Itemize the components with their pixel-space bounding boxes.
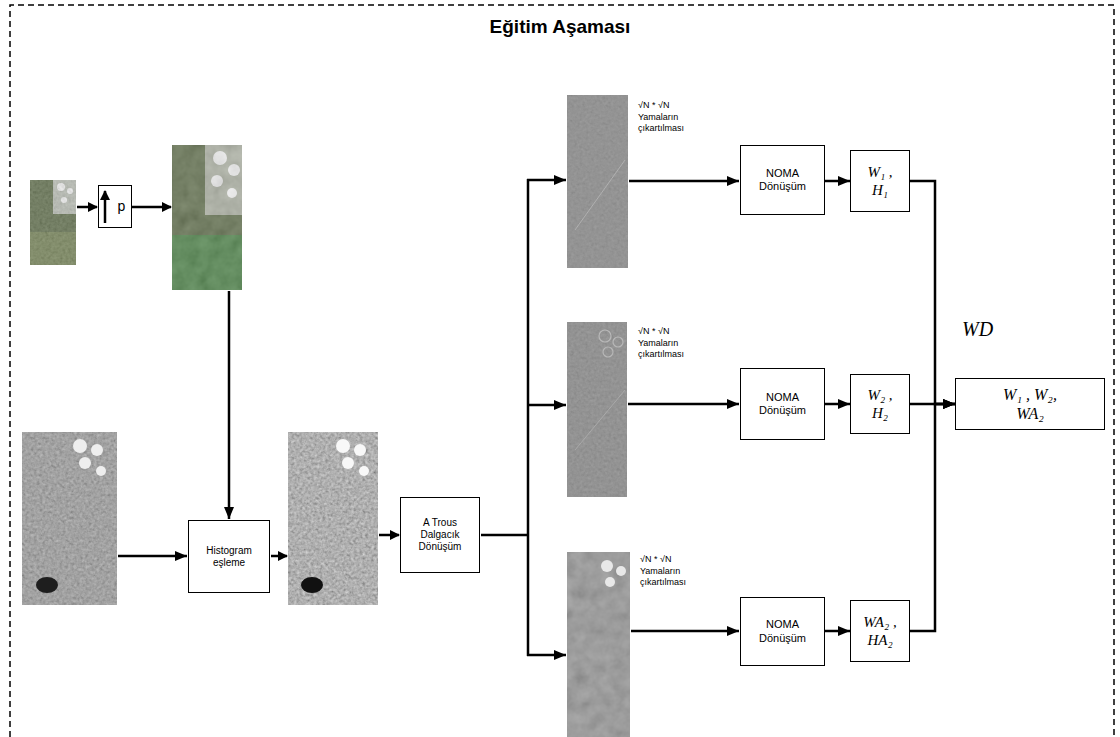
flow-connector [825,180,850,183]
image-texture [567,95,628,268]
image-pond [301,577,323,593]
image-tank [354,444,366,456]
flow-arrow [527,179,566,182]
flow-connector [825,630,850,633]
flow-arrow [379,534,399,537]
image-ground [567,322,627,497]
dictionary-box: WDW₁ , W₂, WA₂ [955,378,1105,430]
upsample-symbol [104,191,107,223]
image-tank [91,444,103,456]
box-label: W₁ , H₁ [858,163,902,199]
process-box: Histogram eşleme [188,520,270,593]
flow-arrow [228,291,231,519]
image-tank [599,330,611,342]
matrix-box: W₁ , H₁ [850,150,910,212]
step-note: √N * √N Yamaların çıkartılması [640,554,712,589]
image-pond [36,577,58,593]
diagram-title: Eğitim Aşaması [0,16,1120,38]
image-ground [567,552,630,737]
image-tank [605,577,615,587]
flow-arrow [77,206,97,209]
image-edge [575,390,625,450]
image-ground [22,432,117,605]
process-box: NOMA Dönüşüm [740,597,825,666]
approximation-image [567,552,630,737]
box-label: NOMA Dönüşüm [753,167,813,193]
image-edge [575,160,625,230]
flow-arrow [629,180,739,183]
flow-line [481,534,528,537]
upsample-box: p [98,185,132,228]
step-note: √N * √N Yamaların çıkartılması [638,100,710,135]
image-tank [79,457,91,469]
process-box: NOMA Dönüşüm [740,368,825,440]
ms-image-small [30,180,76,265]
pan-image [22,432,117,605]
step-note: √N * √N Yamaların çıkartılması [638,326,710,361]
flow-arrow [628,403,739,406]
flow-connector [825,403,850,406]
image-tank [613,337,623,347]
matrix-box: WA₂ , HA₂ [850,600,910,662]
flow-connector [910,181,955,404]
flow-arrow [527,404,566,407]
box-label: NOMA Dönüşüm [753,391,813,417]
image-texture [567,552,630,737]
box-heading: WD [962,317,993,341]
image-texture [30,180,76,265]
image-tank [336,439,350,453]
flow-arrows [77,179,739,656]
image-texture [288,432,378,605]
flow-arrow [271,555,287,558]
process-box: NOMA Dönüşüm [740,145,825,215]
box-label: Histogram eşleme [201,545,257,569]
process-box: A Trous Dalgacık Dönüşüm [400,497,480,573]
matrix-box: W₂ , H₂ [850,374,910,434]
image-ground [30,180,76,265]
flow-arrow [132,206,171,209]
image-tank [601,560,613,572]
box-label: A Trous Dalgacık Dönüşüm [412,517,468,553]
dashed-frame [10,5,1114,737]
image-ground [567,95,628,268]
box-label: WA₂ , HA₂ [858,613,902,649]
image-tank [359,466,369,476]
box-label: W₂ , H₂ [858,386,902,422]
image-texture [172,145,242,290]
image-tank [342,457,354,469]
matched-image [288,432,378,605]
image-tank [616,566,626,576]
detail-image-1 [567,95,628,268]
flow-arrow [631,630,739,633]
image-texture [567,322,627,497]
image-ground [288,432,378,605]
image-tank [603,347,613,357]
box-label: NOMA Dönüşüm [753,618,813,644]
box-label: p [118,198,126,215]
image-tank [73,439,87,453]
image-ground [172,145,242,290]
detail-image-2 [567,322,627,497]
flow-connector [910,404,955,631]
flow-line [527,179,530,656]
box-label: W₁ , W₂, WA₂ [998,385,1062,423]
image-texture [22,432,117,605]
ms-image-large [172,145,242,290]
flow-arrow [118,555,187,558]
flow-arrow [527,654,566,657]
image-tank [96,466,106,476]
